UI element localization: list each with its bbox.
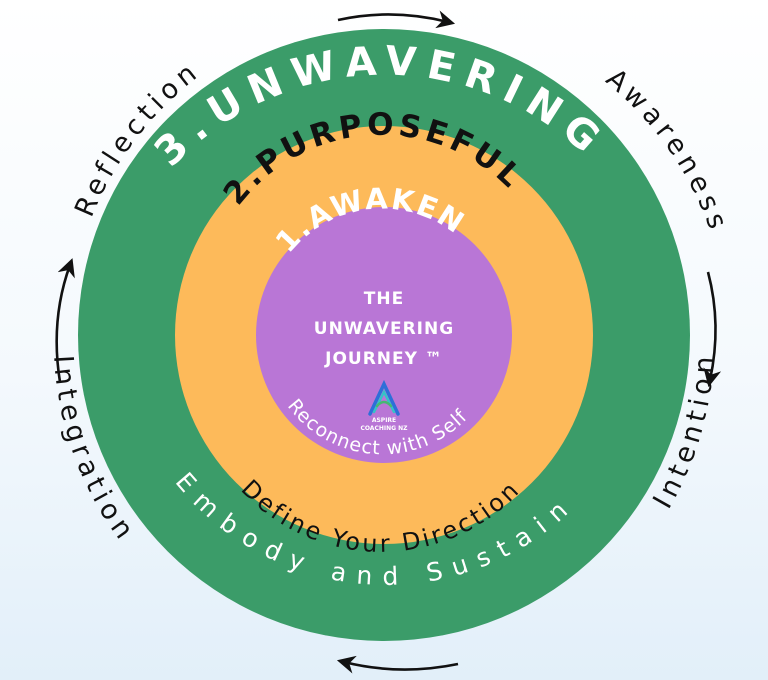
arrow-top-icon (337, 10, 456, 29)
center-title-line3: JOURNEY ™ (324, 349, 443, 369)
logo-line1: ASPIRE (372, 417, 396, 424)
purple-circle (256, 207, 512, 463)
center-title-line1: THE (364, 289, 404, 309)
cycle-arrows (55, 10, 722, 674)
aspire-logo: ASPIRE COACHING NZ (360, 379, 408, 432)
aspire-logo-icon (368, 379, 400, 416)
arrow-left-icon (55, 258, 75, 383)
arrow-bottom-icon (336, 655, 459, 674)
center-title-line2: UNWAVERING (314, 319, 454, 339)
arrow-right-icon (703, 271, 722, 388)
logo-line2: COACHING NZ (360, 425, 408, 432)
